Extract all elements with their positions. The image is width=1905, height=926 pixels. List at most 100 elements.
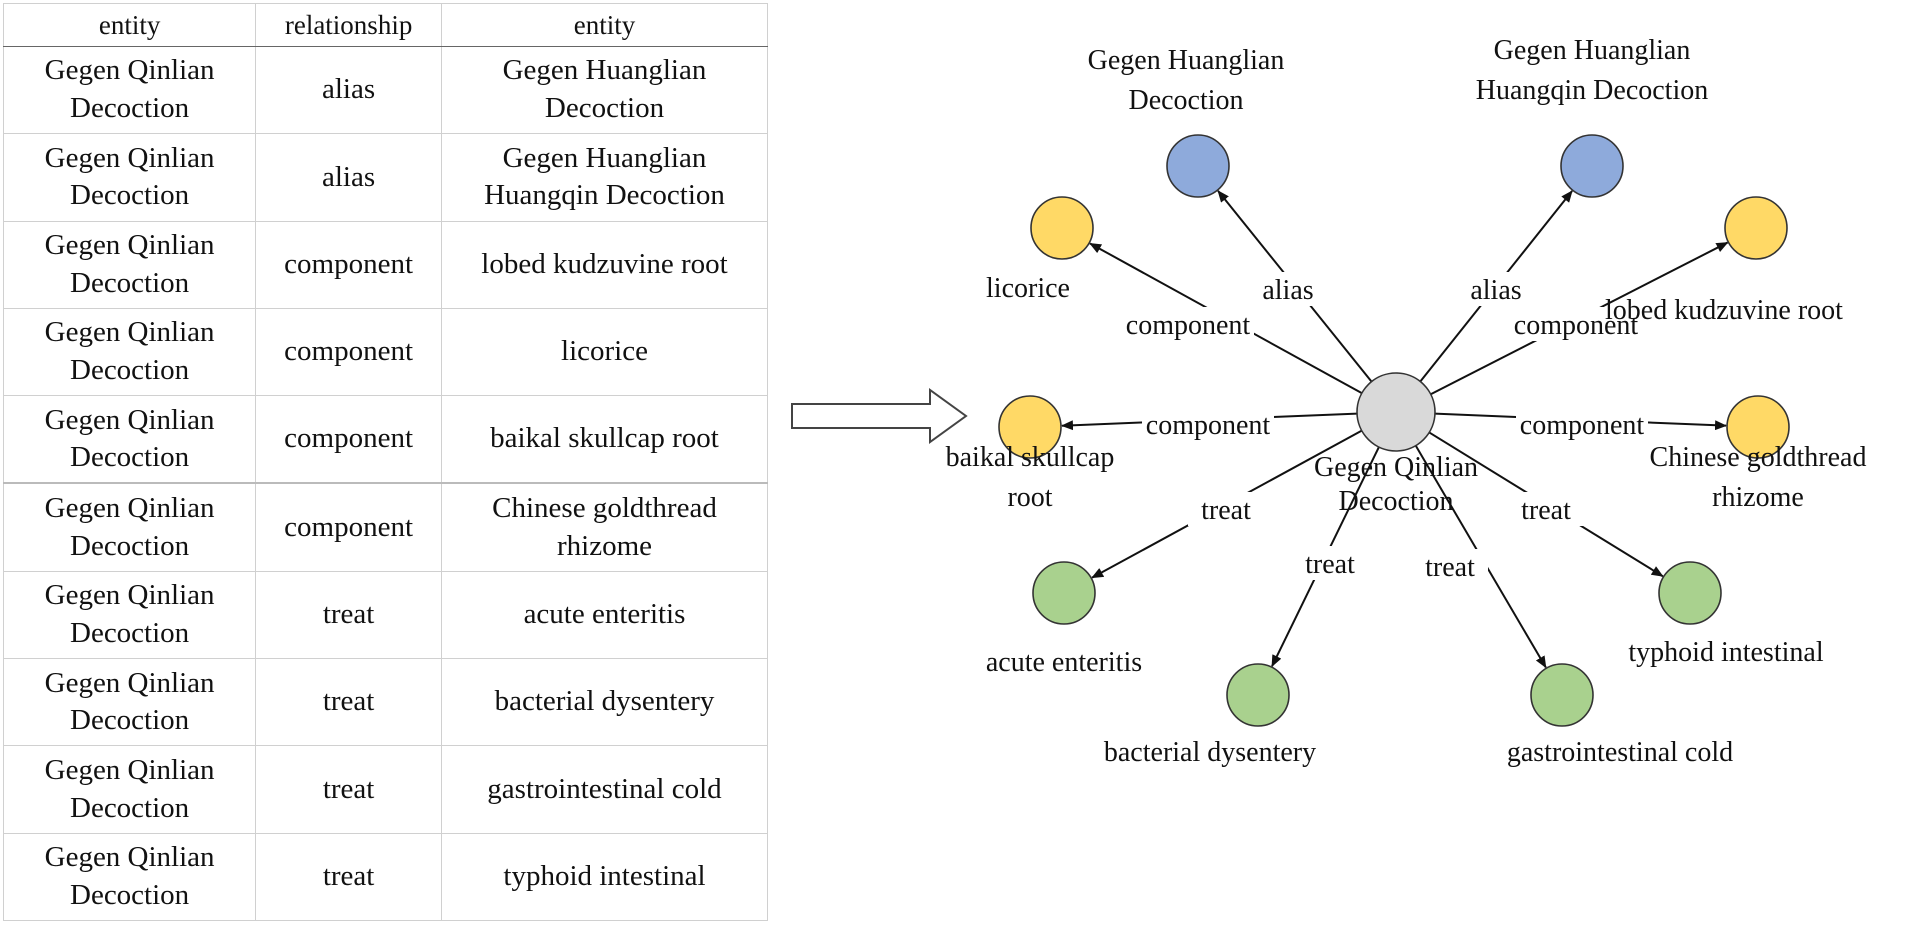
edge-label-background (1122, 307, 1254, 341)
node-typhoid-intestinal-label: typhoid intestinal (1628, 637, 1823, 668)
cell-text-line: Gegen Huanglian (502, 141, 707, 174)
node-gastrointestinal-cold-circle (1530, 663, 1594, 727)
cell-text-line: Gegen Qinlian (44, 579, 215, 612)
relationship-cell: alias (255, 45, 442, 135)
cell-text-line: bacterial dysentery (494, 685, 715, 718)
node-huanglian-decoction-circle (1166, 134, 1230, 198)
cell-text-line: Decoction (70, 353, 190, 386)
relationship-cell: component (255, 220, 442, 309)
transform-arrow-icon (791, 388, 968, 444)
node-licorice-circle (1030, 196, 1094, 260)
edge-label: treat (1305, 549, 1355, 580)
node-acute-enteritis-label: acute enteritis (986, 647, 1142, 678)
edge-label: component (1520, 410, 1645, 441)
cell-text-line: Chinese goldthread (492, 491, 717, 524)
edge-label-background (1250, 272, 1326, 306)
cell-text-line: rhizome (556, 529, 652, 562)
node-bacterial-dysentery-circle (1226, 663, 1290, 727)
node-typhoid-intestinal-circle (1658, 561, 1722, 625)
edge-label: component (1514, 310, 1639, 341)
node-huanglian-huangqin-decoction-circle (1560, 134, 1624, 198)
cell-text-line: Gegen Huanglian (502, 54, 707, 87)
tail-entity-cell: typhoid intestinal (440, 832, 769, 922)
node-lobed-kudzuvine-root-label: lobed kudzuvine root (1605, 295, 1843, 326)
node-baikal-skullcap-root-circle (998, 395, 1062, 459)
cell-text-line: Gegen Qinlian (44, 316, 215, 349)
tail-entity-cell: gastrointestinal cold (440, 745, 769, 834)
relationship-cell: treat (255, 832, 442, 922)
cell-text-line: Decoction (70, 791, 190, 824)
edge-label-background (1508, 492, 1584, 526)
edge-label-background (1142, 407, 1274, 441)
tail-entity-cell: lobed kudzuvine root (440, 220, 769, 309)
relationship-cell: component (255, 482, 442, 572)
edge-label: treat (1425, 552, 1475, 583)
cell-text-line: Decoction (70, 92, 190, 125)
edge-label-background (1516, 407, 1648, 441)
cell-text-line: typhoid intestinal (503, 859, 706, 892)
cell-text-line: lobed kudzuvine root (481, 247, 728, 280)
relationship-cell: component (255, 307, 442, 397)
node-chinese-goldthread-rhizome-circle (1726, 395, 1790, 459)
cell-text-line: Decoction (70, 704, 190, 737)
cell-text-line: Gegen Qinlian (44, 54, 215, 87)
cell-text-line: Decoction (70, 179, 190, 212)
cell-text-line: Gegen Qinlian (44, 229, 215, 262)
edge-label: alias (1262, 275, 1313, 306)
header-relationship: relationship (255, 3, 442, 47)
edge-label: treat (1201, 495, 1251, 526)
node-licorice-label: licorice (986, 273, 1070, 304)
edge-label-background (1292, 546, 1368, 580)
cell-text-line: Gegen Qinlian (44, 403, 215, 436)
relationship-cell: alias (255, 133, 442, 222)
cell-text-line: Decoction (70, 441, 190, 474)
edge-label: component (1126, 310, 1251, 341)
cell-text-line: Gegen Qinlian (44, 491, 215, 524)
cell-text-line: Decoction (544, 92, 665, 125)
node-gastrointestinal-cold-label: gastrointestinal cold (1507, 737, 1733, 768)
cell-text-line: licorice (561, 335, 648, 368)
cell-text-line: Gegen Qinlian (44, 753, 215, 786)
tail-entity-cell: Chinese goldthread rhizome (440, 482, 769, 572)
node-lobed-kudzuvine-root-circle (1724, 196, 1788, 260)
triple-table: entity relationship entity Gegen Qinlian… (2, 3, 769, 922)
cell-text-line: Gegen Qinlian (44, 666, 215, 699)
relationship-cell: component (255, 395, 442, 484)
cell-text-line: baikal skullcap root (490, 422, 719, 455)
node-acute-enteritis-circle (1032, 561, 1096, 625)
cell-text-line: Huangqin Decoction (484, 179, 725, 212)
edge-label: treat (1521, 495, 1571, 526)
edge-label: component (1146, 410, 1271, 441)
cell-text-line: acute enteritis (523, 598, 686, 631)
tail-entity-cell: acute enteritis (440, 570, 769, 660)
cell-text-line: Decoction (70, 529, 190, 562)
edge-label-background (1188, 492, 1264, 526)
table-header-row: entity relationship entity (2, 3, 769, 47)
